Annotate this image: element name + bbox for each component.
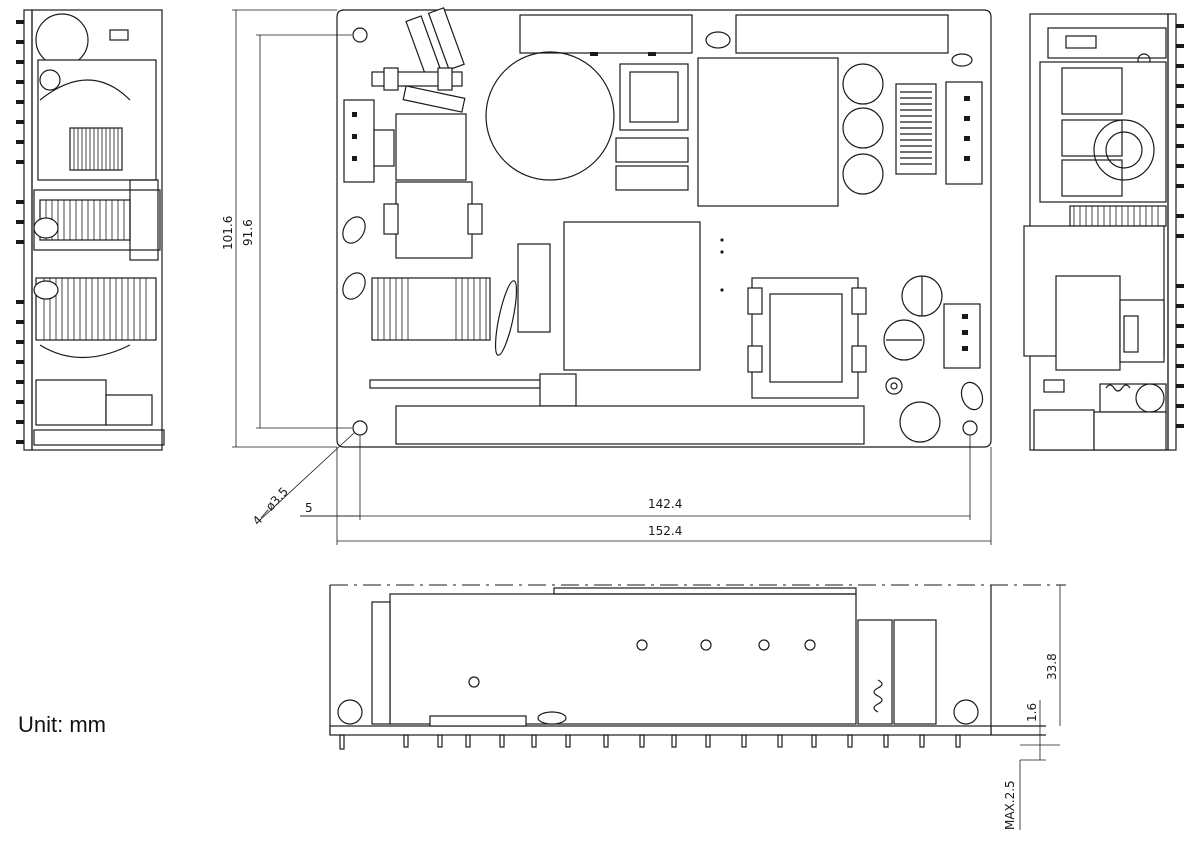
dim-height: 33.8 (1045, 653, 1059, 680)
dim-overall-length: 152.4 (648, 524, 682, 538)
mount-hole-top-left (352, 27, 368, 43)
dim-pcb-thickness: 1.6 (1025, 703, 1039, 722)
left-side-view (16, 9, 165, 451)
mount-hole-bottom-left (352, 420, 368, 436)
right-side-view (1023, 13, 1184, 451)
front-elevation-view: 33.8 1.6 MAX.2.5 (329, 584, 1066, 830)
dim-hole-spacing-x: 142.4 (648, 497, 682, 511)
dim-pin-max: MAX.2.5 (1003, 780, 1017, 830)
dim-edge-offset: 5 (305, 501, 313, 515)
mount-hole-bottom-right (962, 420, 978, 436)
dim-overall-width: 101.6 (221, 216, 235, 250)
left-fins-1 (69, 127, 123, 171)
dim-hole-spacing-y: 91.6 (241, 219, 255, 246)
dim-mount-holes: 4—ø3.5 (250, 484, 291, 528)
top-view-board (336, 7, 992, 448)
unit-note: Unit: mm (18, 712, 106, 737)
